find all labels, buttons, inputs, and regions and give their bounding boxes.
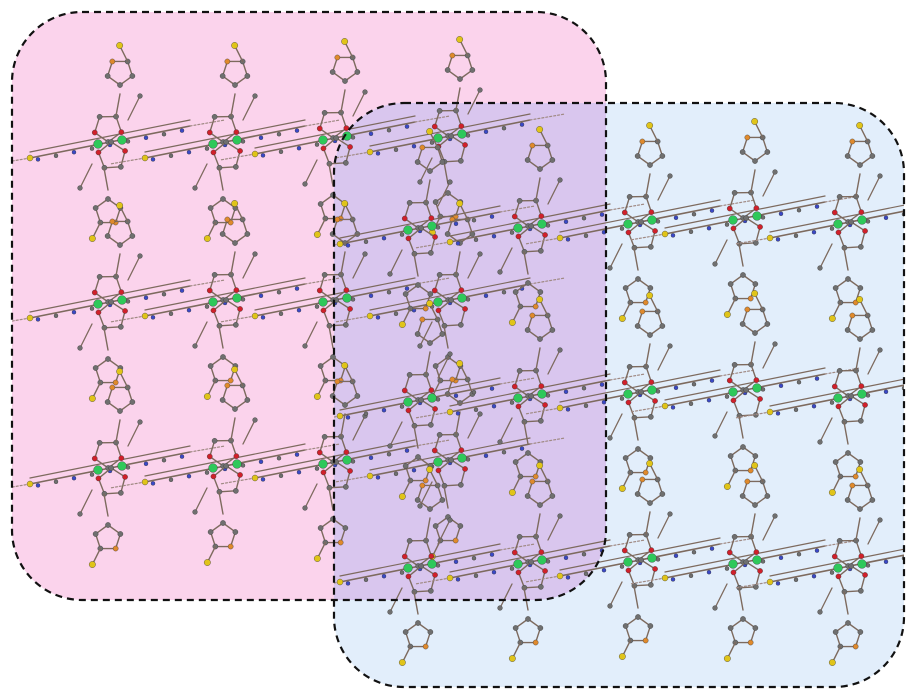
region-a-molecules [12,36,566,568]
region-overlap-fill [334,103,606,600]
region-b-molecules [334,118,904,666]
region-a-border [10,10,608,602]
region-b-border [332,101,906,689]
